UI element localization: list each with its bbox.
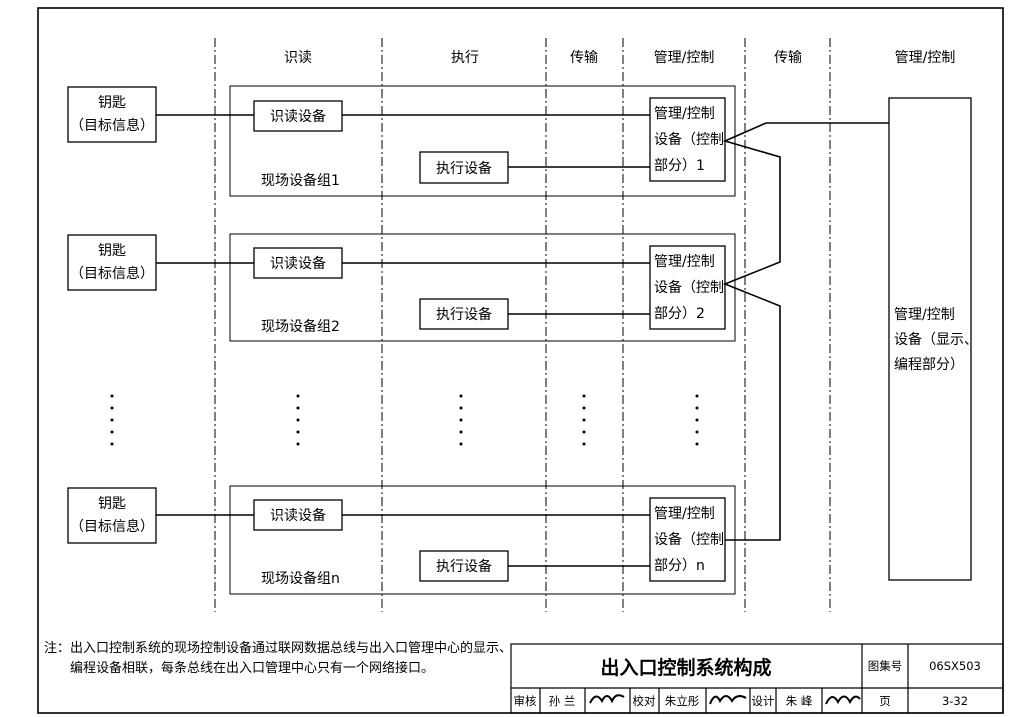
central-box [888, 97, 972, 581]
controller-box [649, 97, 726, 182]
design-label: 设计 [752, 694, 775, 708]
note-line-2: 编程设备相联，每条总线在出入口管理中心只有一个网络接口。 [70, 660, 434, 676]
central-line-2: 设备（显示、 [894, 331, 978, 348]
reader-label: 识读设备 [270, 255, 326, 272]
central-line-3: 编程部分） [894, 357, 964, 373]
check-signature [709, 695, 747, 705]
controller-line-3: 部分）2 [654, 306, 705, 322]
controller-line-3: 部分）1 [654, 158, 705, 174]
device-group-n: 钥匙 （目标信息） 识读设备 执行设备 现场设备组n 管理/控制 设备（控制 部… [67, 485, 736, 595]
atlas-label: 图集号 [868, 659, 903, 673]
column-separators [214, 38, 831, 612]
key-title: 钥匙 [98, 496, 126, 512]
key-subtitle: （目标信息） [70, 265, 154, 282]
column-header-transmit-2: 传输 [774, 50, 802, 66]
controller-line-2: 设备（控制 [654, 131, 724, 148]
review-label: 审核 [514, 694, 537, 708]
key-title: 钥匙 [98, 95, 126, 111]
drawing-title: 出入口控制系统构成 [600, 656, 771, 679]
reader-box [253, 100, 343, 132]
controller-line-1: 管理/控制 [654, 506, 715, 522]
check-label: 校对 [633, 694, 656, 708]
page-number: 3-32 [942, 694, 968, 708]
controller-box [649, 245, 726, 330]
group-label: 现场设备组1 [261, 172, 340, 189]
actuator-label: 执行设备 [436, 558, 492, 575]
column-header-execute: 执行 [451, 50, 479, 66]
group-label: 现场设备组2 [261, 318, 340, 335]
note-prefix: 注： [44, 641, 70, 656]
controller-line-2: 设备（控制 [654, 279, 724, 296]
reader-label: 识读设备 [270, 108, 326, 125]
controller-line-1: 管理/控制 [654, 106, 715, 122]
controller-line-2: 设备（控制 [654, 531, 724, 548]
note: 注： 出入口控制系统的现场控制设备通过联网数据总线与出入口管理中心的显示、 编程… [44, 640, 512, 676]
actuator-label: 执行设备 [436, 306, 492, 323]
column-header-manage-2: 管理/控制 [895, 50, 956, 66]
review-name: 孙 兰 [549, 694, 576, 708]
controller-line-3: 部分）n [654, 558, 705, 574]
note-line-1: 出入口控制系统的现场控制设备通过联网数据总线与出入口管理中心的显示、 [70, 640, 512, 656]
ellipsis-dots [110, 394, 699, 446]
group-label: 现场设备组n [261, 570, 340, 587]
key-title: 钥匙 [98, 243, 126, 259]
check-name: 朱立彤 [665, 694, 700, 708]
column-headers: 识读 执行 传输 管理/控制 传输 管理/控制 [284, 49, 955, 66]
central-line-1: 管理/控制 [894, 307, 955, 323]
column-header-manage: 管理/控制 [654, 50, 715, 66]
design-name: 朱 峰 [786, 694, 813, 708]
column-header-read: 识读 [284, 49, 312, 66]
design-signature [825, 695, 861, 705]
controller-line-1: 管理/控制 [654, 254, 715, 270]
key-subtitle: （目标信息） [70, 518, 154, 535]
title-block: 出入口控制系统构成 图集号 06SX503 审核 孙 兰 校对 朱立彤 设计 朱… [510, 643, 1004, 714]
device-group-1: 钥匙 （目标信息） 识读设备 执行设备 现场设备组1 管理/控制 设备（控制 部… [67, 85, 736, 197]
network-bus [722, 122, 889, 541]
reader-label: 识读设备 [270, 507, 326, 524]
review-signature [589, 694, 625, 704]
atlas-number: 06SX503 [929, 659, 981, 673]
actuator-label: 执行设备 [436, 160, 492, 177]
central-management-device: 管理/控制 设备（显示、 编程部分） [888, 97, 978, 581]
column-header-transmit: 传输 [570, 50, 598, 66]
device-group-2: 钥匙 （目标信息） 识读设备 执行设备 现场设备组2 管理/控制 设备（控制 部… [67, 233, 736, 342]
drawing-frame [37, 7, 1004, 714]
page-label: 页 [879, 694, 891, 708]
key-subtitle: （目标信息） [70, 117, 154, 134]
group-frame [229, 85, 736, 197]
